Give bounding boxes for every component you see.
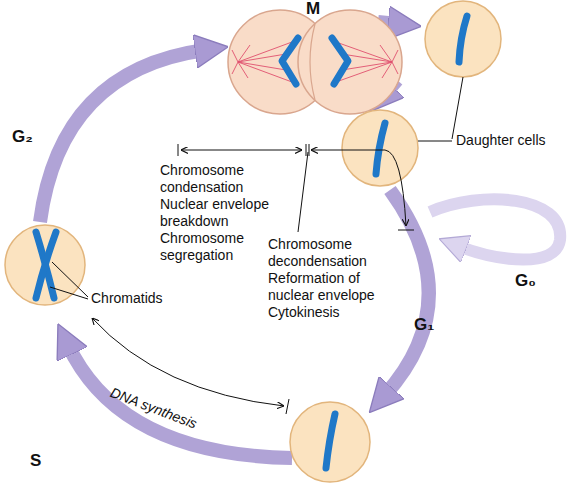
chromosome [376,123,385,174]
event-note: Chromosome condensation [160,162,280,196]
callout-label: Daughter cells [456,132,546,149]
mitotic-cell [228,10,402,114]
event-note: Chromosome segregation [160,230,280,264]
g0-loop-arrow [430,199,560,259]
chromosomes [36,16,467,468]
daughter-cell [425,1,501,77]
daughter-cell [342,110,418,186]
chromosome [282,38,298,84]
s-phase-cell [290,402,370,482]
event-note: Chromosome decondensation [268,236,393,270]
leader-line [50,262,88,299]
bracket-bar [398,230,414,231]
bracket-bar [286,399,289,414]
phase-span-bracket [181,150,302,151]
chromosome [459,16,467,62]
phase-span-bracket [311,150,406,226]
brackets [50,77,463,414]
event-note: Reformation of nuclear envelope [268,270,393,304]
event-note: Nuclear envelope breakdown [160,196,280,230]
callout-label: Chromatids [91,290,163,307]
spindle [232,42,398,82]
phase-label: M [306,0,320,17]
bracket-bar [309,144,310,156]
g2-cell [5,225,85,305]
leader-line [298,152,308,232]
g1-arrow [385,190,429,395]
s-arrow [68,345,292,458]
phase-label: G₁ [414,316,434,333]
phase-label: S [30,452,41,469]
phase-label: G₀ [515,272,536,289]
cell-lobe [298,10,402,114]
cleavage-furrow [310,24,315,100]
chromosome [326,414,335,468]
leader-line [418,77,463,141]
cells [5,1,501,482]
event-note: Cytokinesis [268,304,340,321]
chromosome [332,38,348,84]
bracket-bar [178,144,306,156]
phase-label: G₂ [12,128,33,145]
